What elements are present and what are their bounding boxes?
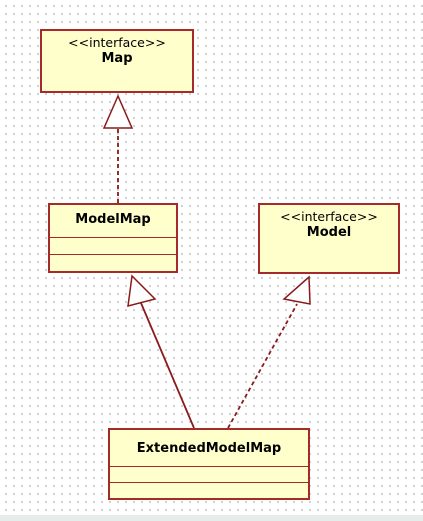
operations-compartment	[50, 254, 176, 255]
operations-compartment	[110, 482, 308, 483]
class-name: Map	[101, 51, 133, 66]
class-box-map[interactable]: <<interface>> Map	[40, 29, 194, 93]
stereotype-label: <<interface>>	[280, 209, 378, 224]
class-box-model[interactable]: <<interface>> Model	[258, 203, 400, 274]
arrowhead-model	[282, 275, 311, 305]
connector-extended-to-model	[227, 303, 298, 429]
attributes-compartment	[50, 237, 176, 238]
stereotype-label: <<interface>>	[68, 35, 166, 50]
arrowhead-map	[102, 94, 134, 129]
bottom-edge-strip	[0, 515, 423, 521]
arrowhead-modelmap	[127, 274, 157, 308]
class-name: Model	[306, 225, 352, 240]
class-name: ExtendedModelMap	[136, 441, 282, 456]
class-box-modelmap[interactable]: ModelMap	[48, 203, 178, 273]
attributes-compartment	[110, 466, 308, 467]
class-name: ModelMap	[75, 212, 151, 227]
connector-extended-to-modelmap	[140, 302, 195, 429]
class-box-extendedmodelmap[interactable]: ExtendedModelMap	[108, 428, 310, 500]
